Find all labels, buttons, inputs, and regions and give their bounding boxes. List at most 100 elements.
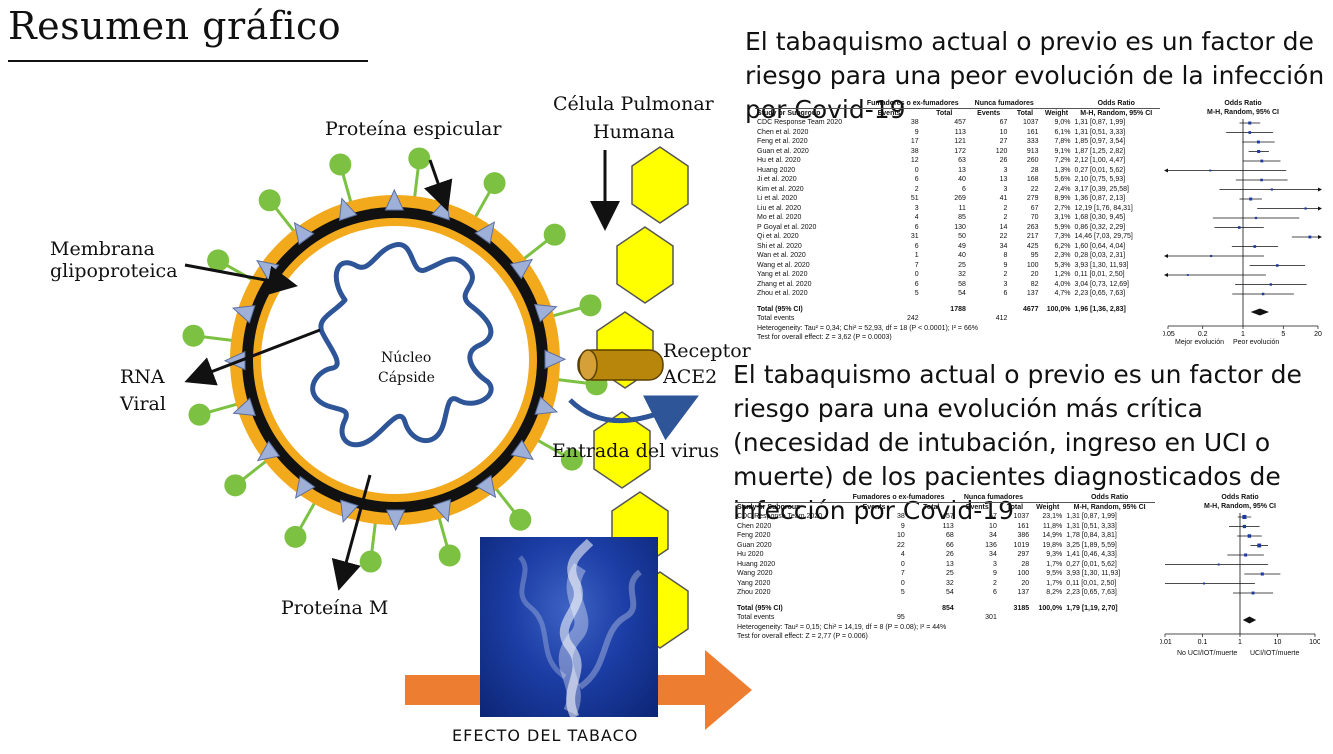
study-value: 9,5%	[1046, 570, 1063, 577]
forest2-total-label: Total (95% CI)	[737, 604, 783, 612]
study-value: 9	[1003, 261, 1008, 269]
m-protein	[510, 439, 534, 461]
study-value: 113	[942, 522, 954, 530]
study-value: 0	[914, 271, 919, 278]
study-value: 5	[900, 589, 905, 596]
forest1-total-n2: 4677	[1022, 305, 1039, 313]
study-value: 0,28 [0,03, 2,31]	[1074, 252, 1126, 259]
forest2-col-total2: Total	[1006, 504, 1024, 511]
spike-proteins	[182, 147, 608, 573]
study-value: 137	[1017, 589, 1030, 596]
m-protein	[432, 498, 452, 523]
study-value: 38	[910, 147, 919, 155]
point-estimate	[1269, 283, 1273, 286]
m-protein-arrow	[331, 474, 372, 591]
lung-cell	[616, 226, 674, 304]
spike-stalk	[201, 335, 237, 343]
forest2-headline: El tabaquismo actual o previo es un fact…	[733, 360, 1302, 525]
study-value: 8,9%	[1054, 195, 1071, 202]
study-value: 5,6%	[1054, 176, 1071, 183]
study-value: 297	[1017, 551, 1030, 558]
forest2-col-total1: Total	[923, 504, 940, 511]
study-name: CDC Response Team 2020	[757, 119, 843, 126]
study-value: 6	[914, 223, 919, 231]
study-value: 3,1%	[1054, 214, 1071, 221]
study-value: 3,25 [1,89, 5,59]	[1066, 541, 1117, 549]
study-value: 4	[900, 551, 905, 558]
study-value: 2,4%	[1054, 185, 1071, 193]
ace2-receptor-cap	[578, 349, 598, 381]
rna-label-1: RNA	[120, 366, 165, 388]
forest1-right-note: Peor evolución	[1233, 339, 1280, 346]
forest2-group1: Fumadores o ex-fumadores	[841, 493, 956, 503]
spike-stalk	[533, 437, 566, 457]
m-protein	[474, 221, 496, 245]
study-value: 3	[914, 204, 919, 212]
lung-cell-label-2: Humana	[593, 121, 675, 143]
study-name: Shi et al. 2020	[757, 242, 802, 250]
point-estimate	[1210, 254, 1213, 258]
study-value: 32	[945, 579, 954, 587]
study-value: 9,1%	[1054, 147, 1071, 155]
study-value: 85	[958, 214, 966, 221]
study-value: 0	[900, 560, 905, 568]
study-value: 9,3%	[1046, 551, 1063, 558]
study-value: 130	[954, 223, 966, 231]
study-value: 3,93 [1,30, 11,93]	[1074, 261, 1129, 269]
study-value: 7,3%	[1054, 233, 1071, 240]
point-estimate	[1242, 514, 1247, 520]
study-value: 49	[958, 242, 966, 250]
point-estimate	[1253, 245, 1257, 248]
study-name: Huang 2020	[737, 560, 776, 568]
point-estimate	[1249, 197, 1253, 201]
study-value: 2,23 [0,65, 7,63]	[1074, 290, 1126, 297]
forest1-plot-or-header: Odds Ratio	[1224, 100, 1262, 107]
m-protein	[509, 258, 534, 280]
m-protein	[294, 475, 316, 499]
forest1-col-events2: Events	[977, 110, 1001, 117]
receptor-label-2: ACE2	[663, 366, 718, 388]
study-value: 1,87 [1,25, 2,82]	[1074, 147, 1126, 155]
forest1-group1: Fumadores o ex-fumadores	[857, 99, 968, 109]
study-value: 100	[1026, 261, 1039, 269]
study-value: 1,2%	[1054, 271, 1071, 278]
virus-core	[261, 226, 529, 494]
study-value: 50	[958, 233, 966, 240]
forest2-events2: 301	[985, 614, 997, 621]
point-estimate	[1237, 226, 1241, 229]
study-value: 8,2%	[1046, 589, 1063, 596]
study-value: 7,2%	[1054, 157, 1071, 164]
m-protein	[534, 396, 559, 415]
forest2-or-header: Odds Ratio	[1064, 493, 1155, 503]
forest2-table: Fumadores o ex-fumadores Nunca fumadores…	[735, 493, 1155, 642]
study-value: 3	[992, 560, 997, 568]
study-value: 137	[1026, 290, 1039, 297]
study-name: Ji et al. 2020	[757, 176, 797, 183]
point-estimate	[1247, 534, 1252, 538]
m-protein	[293, 221, 315, 246]
ci-arrow	[1318, 187, 1322, 192]
ci-arrow	[1164, 168, 1168, 173]
study-name: Feng 2020	[737, 532, 771, 539]
m-protein	[544, 349, 567, 370]
spike-head	[483, 172, 506, 195]
study-value: 51	[910, 195, 919, 202]
study-value: 25	[958, 261, 966, 269]
spike-head	[408, 147, 431, 170]
study-name: Hu 2020	[737, 551, 764, 558]
forest1-col-total2: Total	[1016, 110, 1034, 117]
forest2-col-method: M-H, Random, 95% CI	[1073, 504, 1146, 511]
study-value: 10	[896, 532, 905, 539]
receptor-label-1: Receptor	[663, 340, 751, 362]
study-value: 113	[954, 128, 966, 136]
